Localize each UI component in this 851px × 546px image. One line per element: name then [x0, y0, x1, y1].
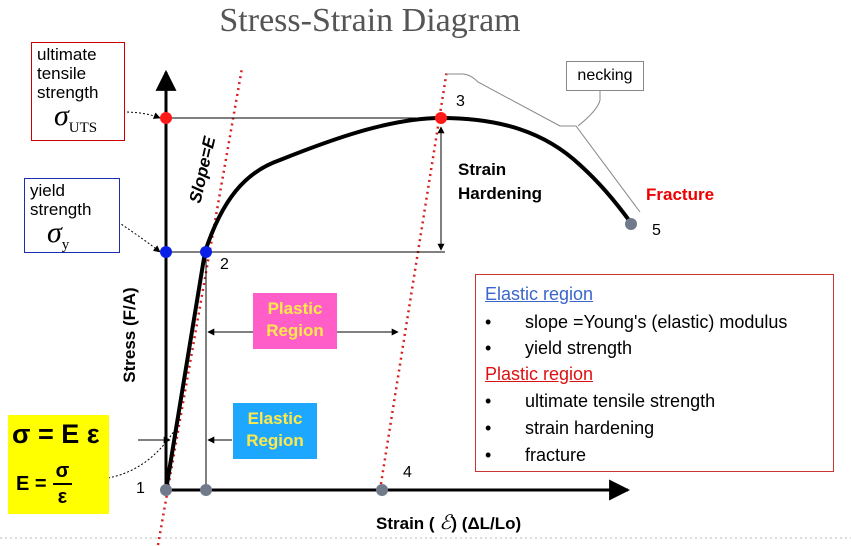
uts-axis-point [160, 112, 172, 124]
offset-strain-point [376, 484, 388, 496]
uts-label: ultimate tensile strength [37, 45, 99, 102]
legend-box: Elastic region •slope =Young's (elastic)… [475, 274, 834, 472]
point-label-2: 2 [220, 256, 229, 273]
elastic-region-header: Elastic region [485, 284, 594, 304]
plastic-region-tag: Plastic Region [253, 293, 337, 349]
fracture-label: Fracture [646, 185, 715, 204]
fracture-point [625, 218, 637, 230]
hooke-law: σ = E ε [12, 419, 100, 449]
slope-line-elastic [156, 67, 244, 546]
x-axis-label: Strain ( ℰ) (ΔL/Lo) [376, 512, 522, 534]
legend-item: •slope =Young's (elastic) modulus [485, 312, 788, 332]
uts-callout: ultimate tensile strength σUTS [31, 42, 125, 141]
legend-item: •fracture [485, 445, 587, 465]
plastic-region-header: Plastic region [485, 364, 594, 384]
point-label-4: 4 [403, 464, 412, 481]
origin-point [160, 484, 172, 496]
elastic-region-tag: Elastic Region [233, 403, 317, 459]
formula-connector [107, 427, 177, 479]
legend-item: •strain hardening [485, 418, 655, 438]
necking-label: necking [566, 61, 644, 91]
point-label-5: 5 [652, 222, 661, 239]
necking-brace [446, 73, 641, 213]
yield-label: yield strength [30, 181, 92, 219]
uts-symbol: σUTS [54, 99, 98, 137]
slope-line-offset [378, 69, 449, 491]
uts-point [435, 112, 447, 124]
y-axis-label: Stress (F/A) [120, 287, 139, 383]
yield-point [200, 246, 212, 258]
point-label-1: 1 [136, 480, 145, 497]
uts-connector [122, 111, 161, 119]
yield-strain-point [200, 484, 212, 496]
yield-axis-point [160, 246, 172, 258]
yield-symbol: σy [47, 216, 70, 254]
yield-connector [117, 221, 161, 253]
legend-item: •ultimate tensile strength [485, 391, 716, 411]
diagram-title: Stress-Strain Diagram [219, 2, 521, 39]
stress-strain-curve [164, 115, 633, 491]
necking-pointer [577, 88, 601, 127]
strain-hardening-label: Strain Hardening [458, 160, 543, 203]
point-label-3: 3 [456, 93, 465, 110]
yield-callout: yield strength σy [24, 178, 120, 253]
legend-item: •yield strength [485, 338, 633, 358]
